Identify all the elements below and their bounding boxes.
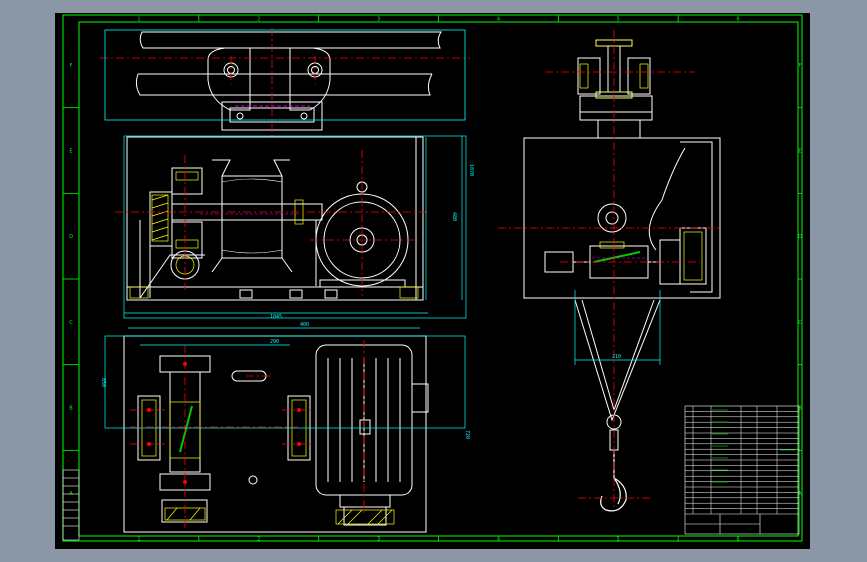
- parts-list-grid: [685, 406, 799, 514]
- side-dimensions: [574, 290, 661, 365]
- plan-bolts: [147, 362, 301, 484]
- revision-block: [62, 469, 80, 541]
- zone-label: F: [70, 63, 73, 69]
- dim-plan-width-inner: 290: [270, 339, 279, 345]
- zone-label: E: [798, 149, 801, 155]
- dim-front-height: 1070: [468, 164, 474, 176]
- zone-label: F: [799, 63, 802, 69]
- dim-side-width: 210: [612, 354, 621, 360]
- zone-label: A: [798, 491, 802, 497]
- zone-label: 3: [377, 17, 380, 23]
- side-shaft-highlight: [593, 251, 641, 263]
- dimension-box: [104, 29, 466, 121]
- zone-label: B: [69, 406, 73, 412]
- drawing-sheet: [55, 13, 810, 549]
- zone-label: D: [69, 234, 73, 240]
- zone-label: 6: [736, 17, 739, 23]
- zone-label: D: [798, 234, 802, 240]
- zone-label: 2: [257, 17, 260, 23]
- plan-dimensions: [104, 327, 466, 429]
- zone-label: 2: [257, 537, 260, 543]
- dim-front-width: 1045: [270, 314, 282, 320]
- trolley-rail-centerlines: [100, 28, 470, 140]
- dim-front-inner-height: 480: [451, 212, 457, 221]
- dim-plan-left-height: 650: [100, 378, 106, 387]
- zone-label: C: [798, 320, 802, 326]
- zone-label: C: [69, 320, 73, 326]
- zone-label: 6: [736, 537, 739, 543]
- zone-label: B: [798, 406, 802, 412]
- zone-label: 4: [497, 537, 500, 543]
- hoist-front-centerlines: [115, 150, 430, 296]
- zone-label: 1: [137, 537, 140, 543]
- front-dimensions: [123, 135, 467, 319]
- crane-hook-icon: [600, 450, 627, 512]
- parts-list-text-marks: [712, 409, 795, 483]
- zone-label: E: [69, 149, 72, 155]
- parts-list: [684, 405, 800, 535]
- side-hatch: [579, 39, 703, 281]
- shaft-highlight: [179, 405, 193, 453]
- zone-label: 5: [617, 537, 620, 543]
- zone-ticks: [63, 15, 802, 541]
- zone-label: 5: [617, 17, 620, 23]
- side-centerlines: [498, 30, 720, 510]
- zone-label: 1: [137, 17, 140, 23]
- side-trolley: [523, 57, 721, 451]
- dim-plan-right-height: 720: [464, 430, 470, 439]
- zone-label: 4: [497, 17, 500, 23]
- dim-plan-width-top: 400: [300, 322, 309, 328]
- zone-label: 3: [377, 537, 380, 543]
